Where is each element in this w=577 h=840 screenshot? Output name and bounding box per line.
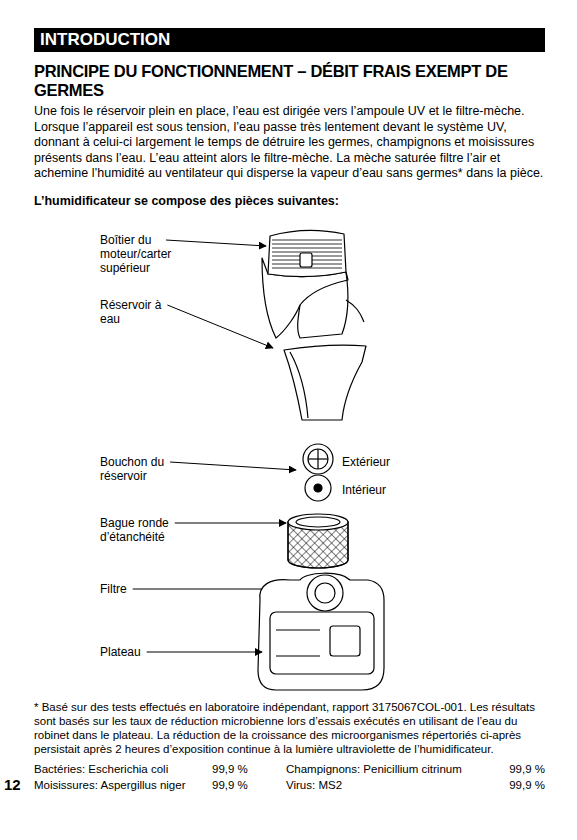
reservoir-sketch bbox=[284, 345, 366, 420]
page-heading: PRINCIPE DU FONCTIONNEMENT – DÉBIT FRAIS… bbox=[34, 62, 545, 100]
page-number: 12 bbox=[4, 776, 21, 794]
footnote: * Basé sur des tests effectués en labora… bbox=[34, 700, 545, 756]
header-text: INTRODUCTION bbox=[40, 29, 170, 51]
sub-heading: L’humidificateur se compose des pièces s… bbox=[34, 194, 545, 209]
part-label: Intérieur bbox=[342, 483, 432, 497]
table-cell: 99,9 % bbox=[212, 761, 286, 777]
filter-sketch bbox=[288, 514, 348, 568]
table-cell: 99,9 % bbox=[509, 777, 545, 793]
table-cell: 99,9 % bbox=[509, 761, 545, 777]
table-cell: Champignons: Penicillium citrinum bbox=[286, 761, 509, 777]
header-block: INTRODUCTION PRINCIPE DU FONCTIONNEMENT –… bbox=[34, 28, 545, 209]
leader-line bbox=[175, 523, 286, 524]
part-label: Extérieur bbox=[342, 455, 432, 469]
housing-sketch bbox=[262, 230, 364, 338]
leader-line bbox=[166, 240, 266, 246]
tray-sketch bbox=[258, 573, 384, 690]
leader-line bbox=[170, 462, 296, 470]
table-cell: Bactéries: Escherichia coli bbox=[34, 761, 212, 777]
body-paragraph: Une fois le réservoir plein en place, l’… bbox=[34, 104, 545, 182]
results-table: Bactéries: Escherichia coli99,9 %Champig… bbox=[34, 761, 545, 793]
part-label: Filtre bbox=[100, 582, 160, 596]
part-label: Réservoir à eau bbox=[100, 298, 170, 326]
footnote-block: * Basé sur des tests effectués en labora… bbox=[34, 700, 545, 793]
leader-line bbox=[167, 305, 273, 348]
part-label: Bague ronde d’étanchéité bbox=[100, 516, 180, 544]
leader-line bbox=[133, 589, 262, 590]
table-cell: 99,9 % bbox=[212, 777, 286, 793]
part-label: Bouchon du réservoir bbox=[100, 455, 175, 483]
section-header-bar: INTRODUCTION bbox=[34, 28, 545, 52]
cap-sketch bbox=[303, 444, 333, 501]
table-cell: Virus: MS2 bbox=[286, 777, 509, 793]
table-cell: Moisissures: Aspergillus niger bbox=[34, 777, 212, 793]
part-label: Boîtier du moteur/carter supérieur bbox=[100, 233, 190, 275]
part-label: Plateau bbox=[100, 645, 160, 659]
leader-line bbox=[147, 652, 262, 653]
